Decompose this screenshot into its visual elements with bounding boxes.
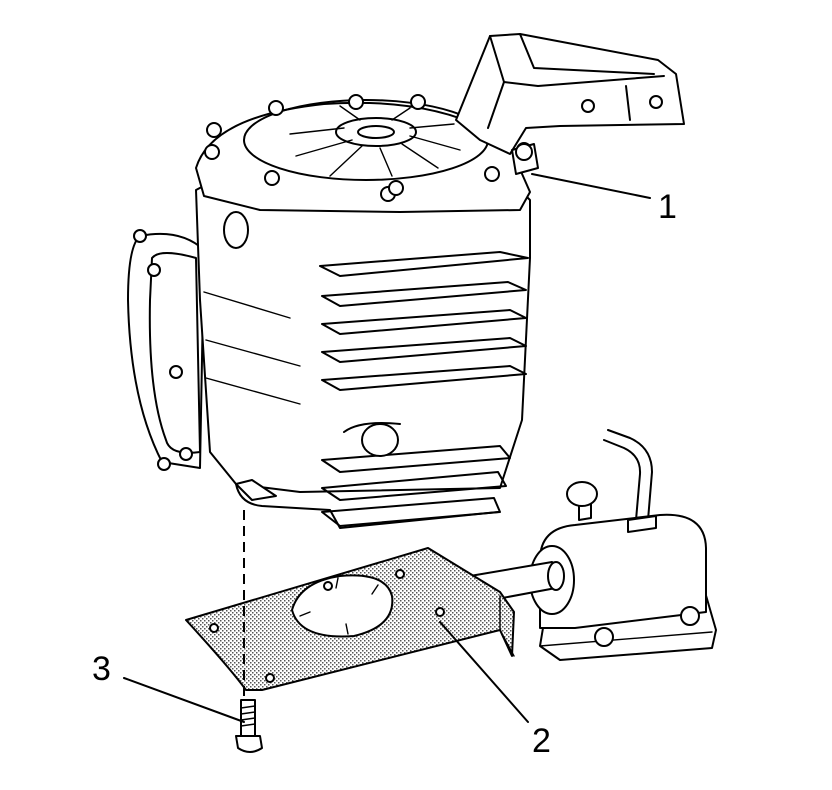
leader-line-1 xyxy=(531,173,651,199)
transfer-case-housing xyxy=(127,94,532,529)
leader-line-3 xyxy=(123,677,245,723)
mounting-bracket xyxy=(455,33,685,175)
holding-fixture xyxy=(469,429,717,661)
holding-plate xyxy=(185,547,515,691)
callout-2: 2 xyxy=(532,722,551,760)
callout-1: 1 xyxy=(658,188,677,226)
leader-line-2 xyxy=(439,621,529,723)
callout-3: 3 xyxy=(92,650,111,688)
bolt xyxy=(235,699,263,753)
